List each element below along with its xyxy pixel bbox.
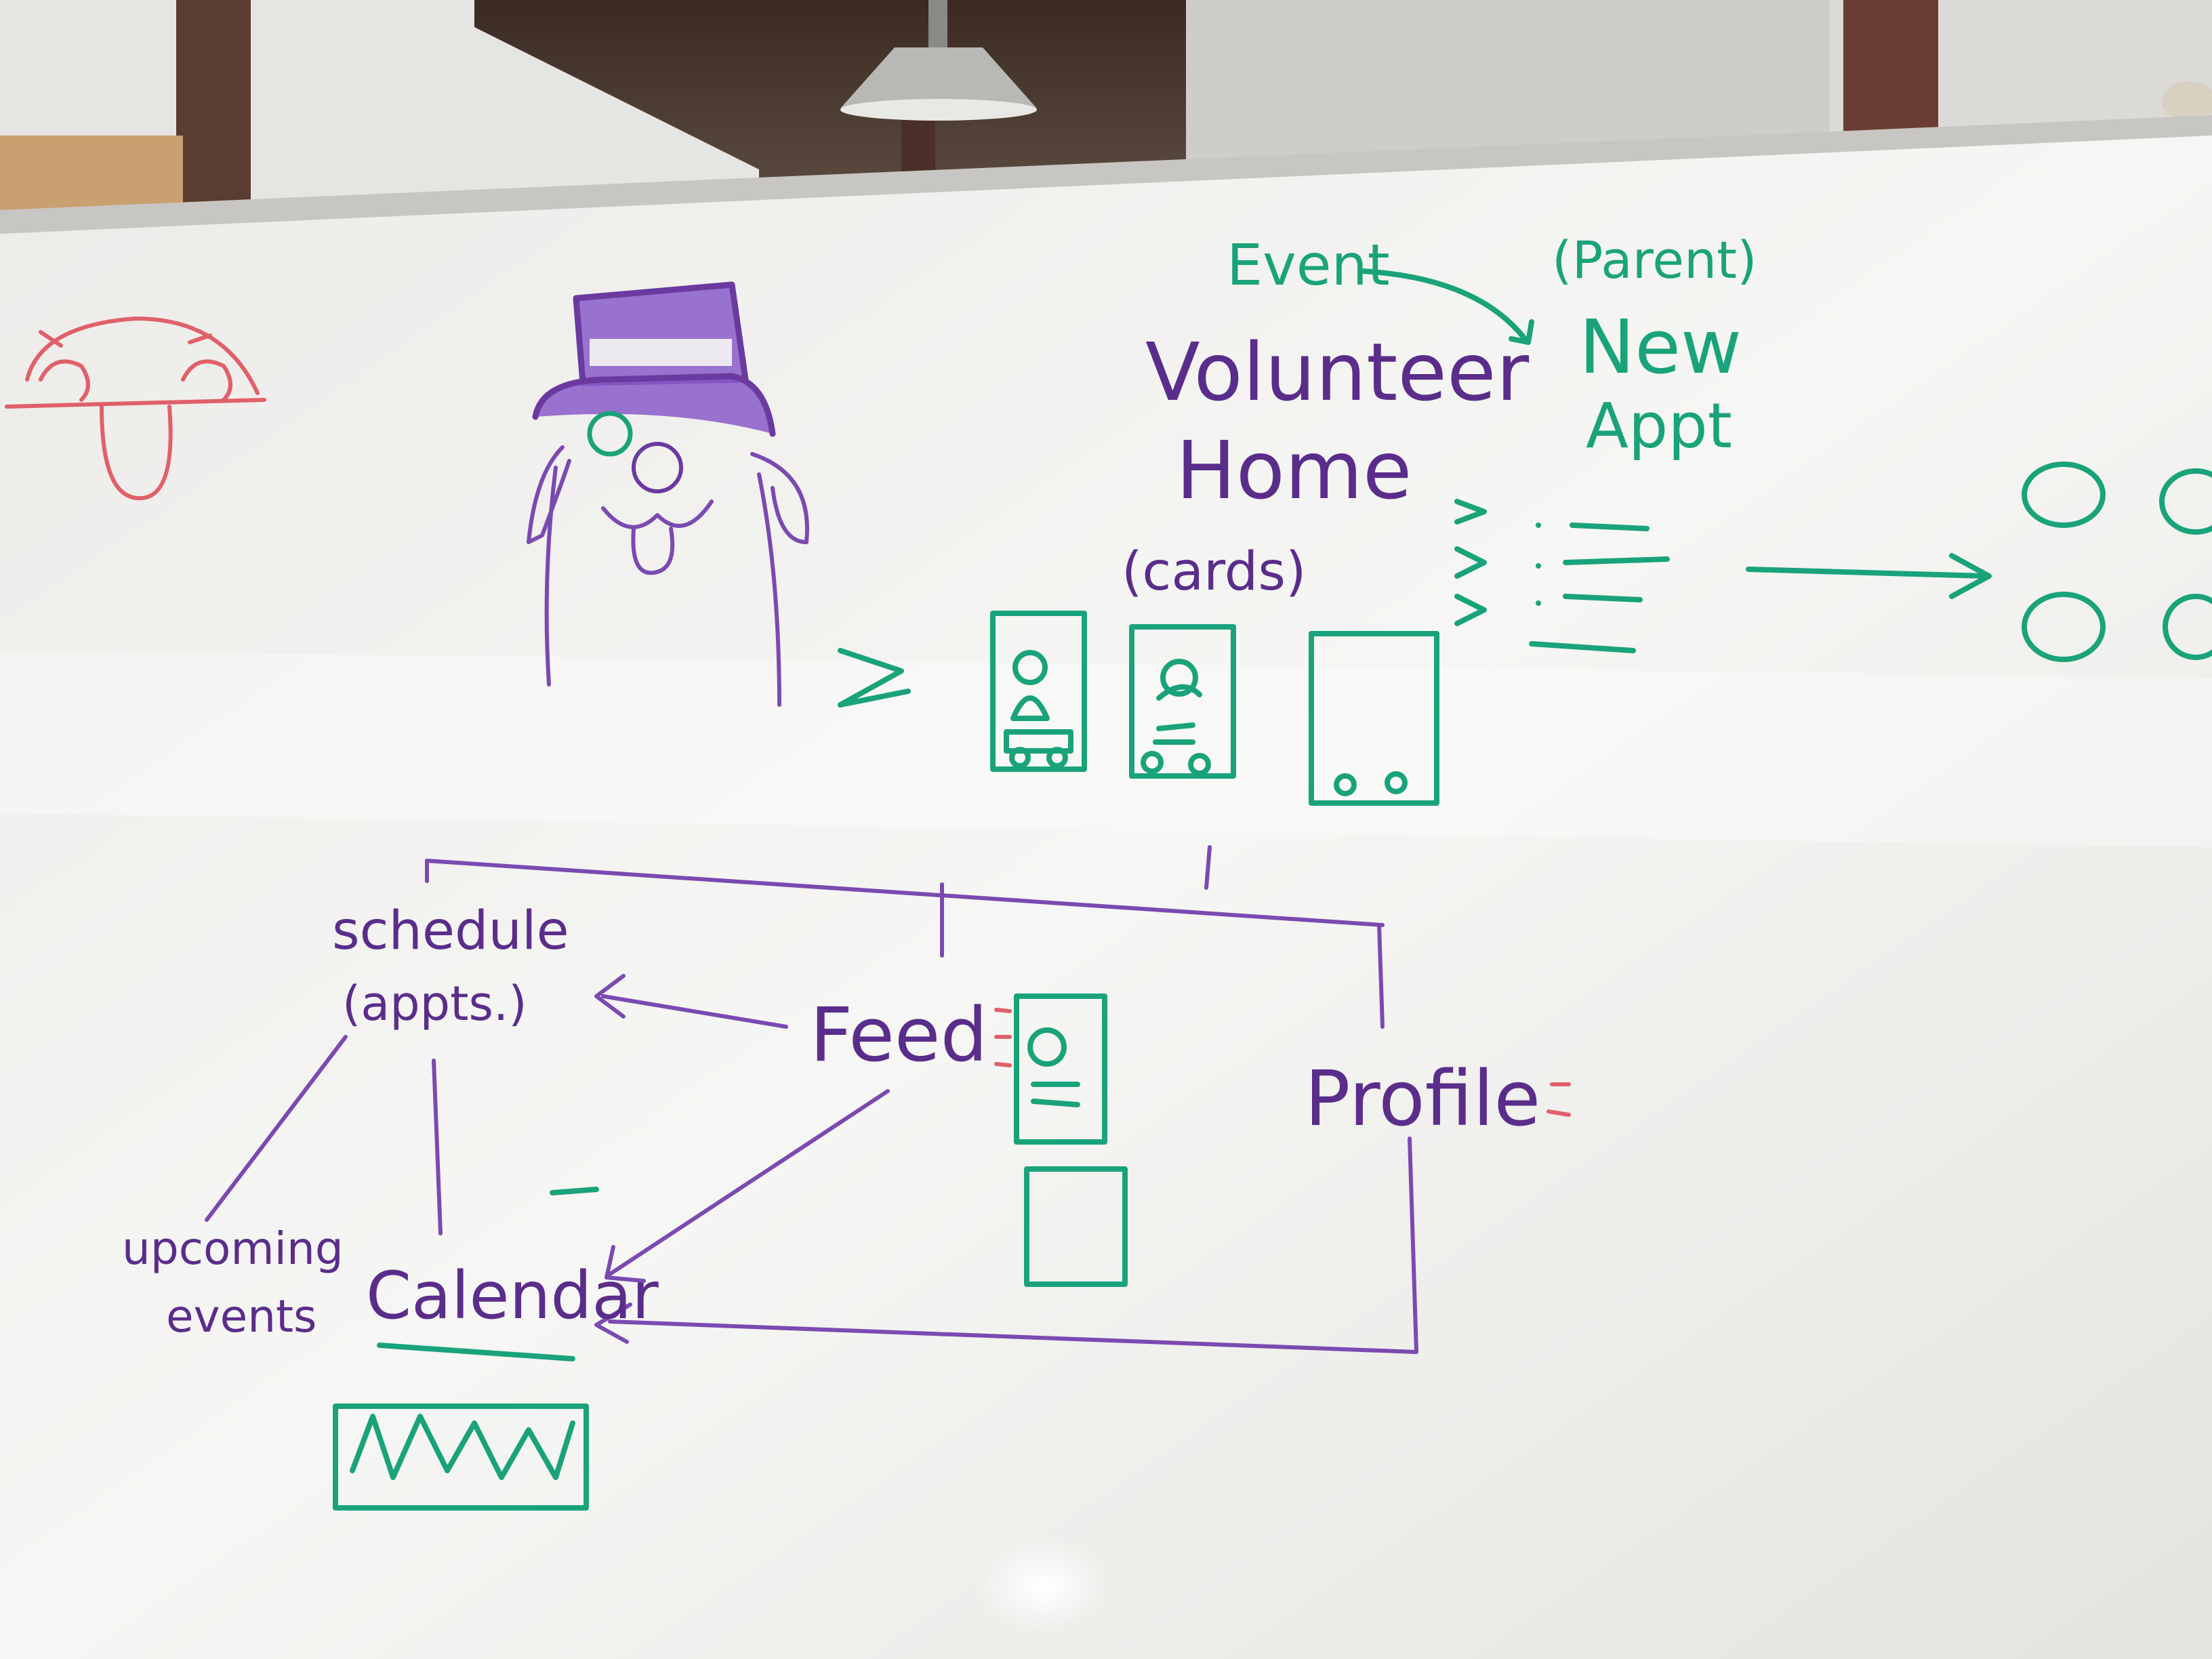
nav-tree-lines — [425, 845, 1385, 1029]
parent-label: (Parent) — [1552, 230, 1757, 290]
feed-to-schedule-arrow — [601, 994, 788, 1029]
profile-to-calendar-arrow — [608, 1136, 1418, 1354]
list-sketch — [1454, 499, 1670, 653]
schedule-label: schedule — [332, 901, 569, 962]
calendar-underline — [377, 1343, 575, 1361]
cards-note: (cards) — [1122, 541, 1306, 602]
light-glare — [976, 1538, 1111, 1633]
volunteer-label: Volunteer — [1145, 325, 1530, 419]
calendar-strip-sketch — [333, 1404, 589, 1511]
pillar-left — [176, 0, 251, 210]
feed-label: Feed — [810, 991, 987, 1078]
schedule-to-upcoming-line — [205, 1035, 348, 1222]
schedule-to-calendar-line — [432, 1059, 443, 1235]
card-sketch-1 — [990, 611, 1087, 772]
feed-to-calendar-arrow — [608, 1089, 890, 1276]
profile-label: Profile — [1305, 1055, 1540, 1143]
list-to-grid-arrow — [1746, 567, 1988, 579]
appt-label: Appt — [1586, 390, 1732, 462]
wood-shelf — [0, 136, 183, 217]
calendar-label: Calendar — [366, 1258, 659, 1334]
appts-label: (appts.) — [342, 976, 527, 1031]
event-arrow — [1359, 268, 1528, 342]
whiteboard — [0, 115, 2212, 1659]
home-label: Home — [1176, 424, 1412, 517]
groundhog-mascot-drawing — [527, 281, 809, 707]
card-sketch-2 — [1129, 624, 1236, 779]
card-sketch-3 — [1309, 631, 1439, 806]
red-face-doodle — [5, 316, 266, 501]
event-label: Event — [1227, 232, 1390, 298]
pillar-right — [1843, 0, 1938, 149]
events-label: events — [166, 1290, 316, 1343]
new-label: New — [1579, 304, 1742, 390]
feed-card-sketch — [1014, 994, 1128, 1287]
circle-grid-sketch — [2022, 462, 2212, 662]
upcoming-label: upcoming — [122, 1223, 344, 1275]
ceiling-lamp — [840, 0, 1037, 121]
cards-chevron — [838, 648, 911, 708]
